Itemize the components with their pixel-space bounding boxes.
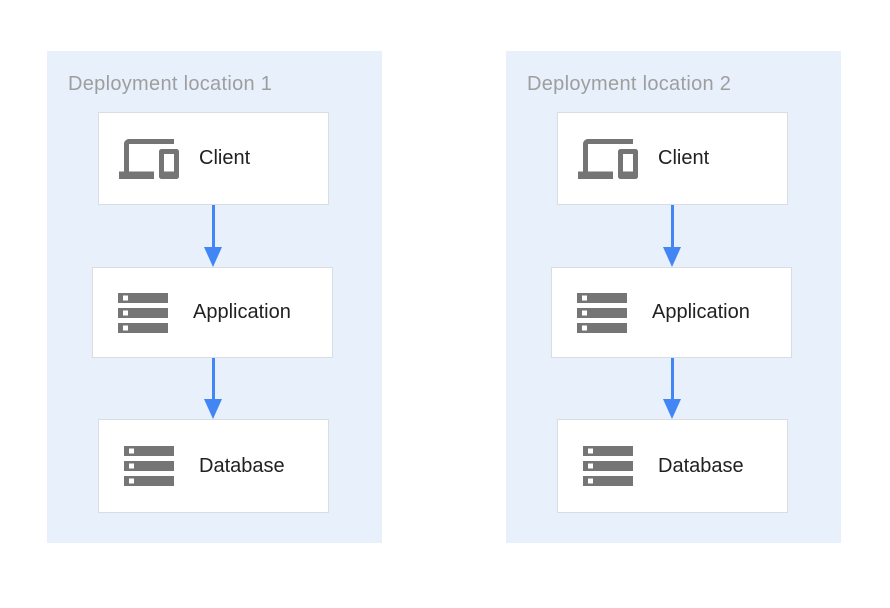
panel-title: Deployment location 1 [68, 73, 273, 95]
deployment-panel-1: Deployment location 1 Client Application [47, 51, 382, 543]
arrow-shaft [670, 358, 674, 399]
storage-icon [578, 436, 638, 496]
node-label: Application [652, 301, 750, 323]
node-application: Application [551, 267, 792, 358]
node-client: Client [98, 112, 329, 205]
arrow-shaft [670, 205, 674, 247]
devices-icon [578, 129, 638, 189]
storage-icon [572, 283, 632, 343]
storage-icon [113, 283, 173, 343]
arrowhead-down-icon [663, 247, 681, 267]
arrowhead-down-icon [204, 247, 222, 267]
panel-title: Deployment location 2 [527, 73, 732, 95]
arrow-shaft [211, 205, 215, 247]
node-database: Database [557, 419, 788, 513]
devices-icon [119, 129, 179, 189]
arrow-client-to-application [204, 205, 222, 267]
arrow-application-to-database [663, 358, 681, 419]
node-label: Client [658, 147, 710, 169]
node-label: Database [658, 454, 744, 477]
arrowhead-down-icon [663, 399, 681, 419]
arrow-client-to-application [663, 205, 681, 267]
arrowhead-down-icon [204, 399, 222, 419]
arrow-shaft [211, 358, 215, 399]
node-client: Client [557, 112, 788, 205]
node-label: Database [199, 454, 285, 477]
node-application: Application [92, 267, 333, 358]
node-label: Client [199, 147, 251, 169]
arrow-application-to-database [204, 358, 222, 419]
storage-icon [119, 436, 179, 496]
node-label: Application [193, 301, 291, 323]
node-database: Database [98, 419, 329, 513]
deployment-panel-2: Deployment location 2 Client Application [506, 51, 841, 543]
